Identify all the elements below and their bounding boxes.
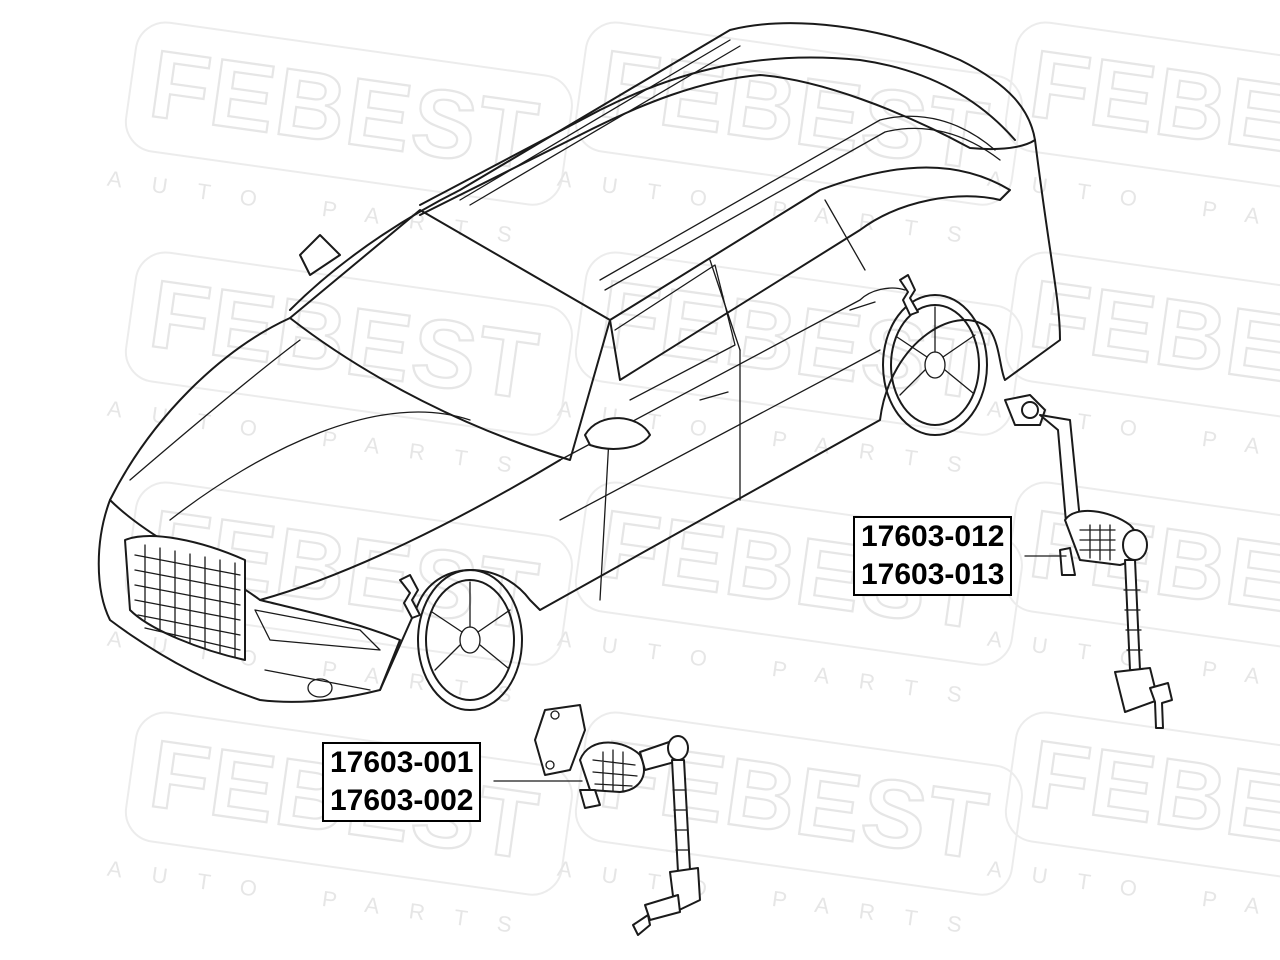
- car-windshield: [289, 209, 611, 461]
- watermark-tile: FEBEST AUTO PARTS: [986, 711, 1280, 942]
- watermark-brand: FEBEST: [1024, 720, 1280, 880]
- watermark-brand: FEBEST: [594, 30, 996, 190]
- watermark-brand: FEBEST: [594, 720, 996, 880]
- part-number-17603-002: 17603-002: [330, 784, 474, 817]
- rear-part-number-callout: 17603-012 17603-013: [853, 516, 1013, 596]
- front-level-sensor: [534, 704, 701, 936]
- rear-wheel: [882, 294, 988, 436]
- part-number-17603-001: 17603-001: [330, 746, 474, 779]
- watermark-tagline: AUTO PARTS: [986, 166, 1280, 252]
- rear-sensor-marker: [899, 274, 919, 316]
- front-part-number-callout: 17603-001 17603-002: [322, 742, 482, 822]
- part-number-17603-013: 17603-013: [861, 558, 1005, 591]
- car-side-mirror: [584, 417, 651, 450]
- car-side-windows: [609, 166, 1011, 381]
- watermark-tile: FEBEST AUTO PARTS: [106, 21, 573, 251]
- watermark-brand: FEBEST: [144, 260, 546, 420]
- car-body-side: [379, 139, 1061, 691]
- watermark-brand: FEBEST: [144, 30, 546, 190]
- watermark-layer: FEBEST AUTO PARTS FEBEST AUTO PARTS FEBE…: [106, 21, 1280, 942]
- watermark-tile: FEBEST AUTO PARTS: [986, 251, 1280, 481]
- watermark-brand: FEBEST: [1024, 260, 1280, 420]
- part-number-17603-012: 17603-012: [861, 520, 1005, 553]
- watermark-tagline: AUTO PARTS: [986, 856, 1280, 942]
- front-sensor-marker: [399, 574, 421, 619]
- front-wheel: [417, 569, 523, 711]
- car-grille: [124, 535, 246, 661]
- rear-level-sensor: [1004, 394, 1173, 729]
- watermark-tile: FEBEST AUTO PARTS: [986, 21, 1280, 252]
- car-grille-mesh: [134, 544, 241, 658]
- watermark-tile: FEBEST AUTO PARTS: [556, 711, 1023, 941]
- car-front-bumper: [97, 499, 401, 703]
- car-roof: [289, 22, 1036, 311]
- watermark-brand: FEBEST: [1024, 30, 1280, 190]
- watermark-tile: FEBEST AUTO PARTS: [106, 251, 573, 481]
- car-illustration: [97, 22, 1061, 711]
